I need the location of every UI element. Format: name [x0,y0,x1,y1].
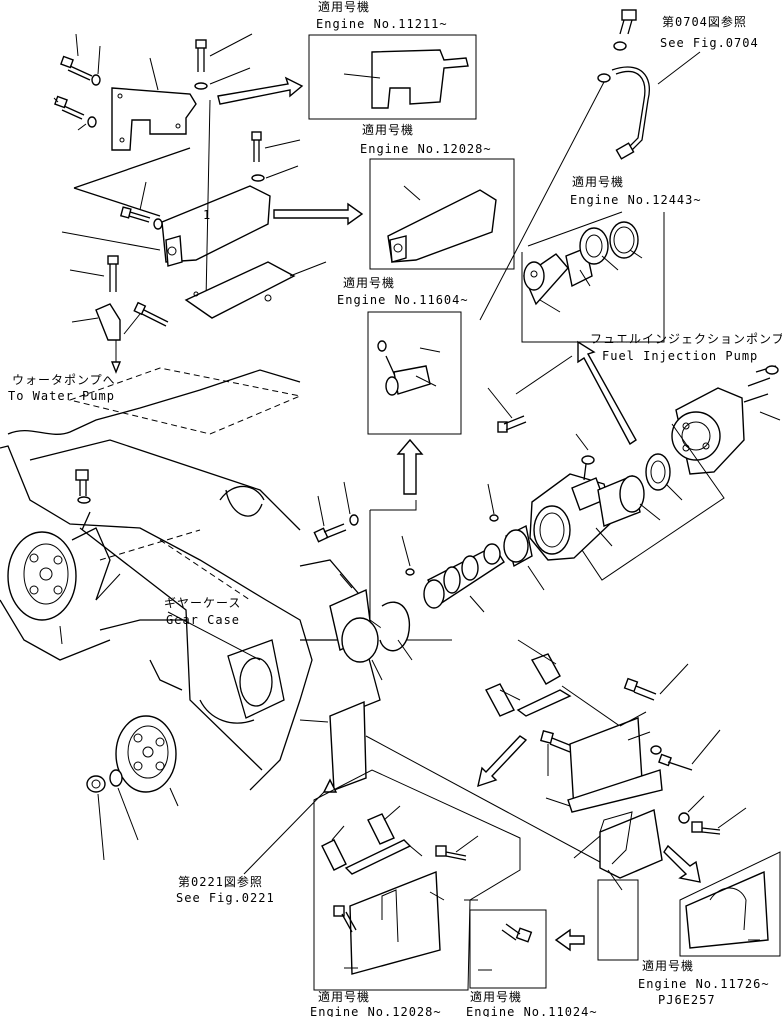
outline-arrow-icon [663,844,701,883]
outline-arrow-icon [396,438,424,495]
outline-arrow-icon [217,76,304,105]
bolt-icon [251,131,265,182]
gear-case-label-en: Gear Case [166,613,240,627]
inset-engine-11604: 適用号機 Engine No.11604~ [337,275,469,495]
water-pump-label: ウォータポンプへ To Water Pump [8,373,116,403]
pump-drive-shaft [369,483,505,641]
svg-text:Fuel Injection Pump: Fuel Injection Pump [602,349,758,363]
outline-arrow-icon [273,202,364,226]
svg-text:See Fig.0221: See Fig.0221 [176,891,275,905]
bolt-icon [194,39,208,90]
bolt-icon [619,9,637,35]
outline-arrow-icon [554,928,585,952]
fuel-pipe-assembly: 第0704図参照 See Fig.0704 [479,9,759,321]
bolt-icon [75,469,91,531]
bolt-icon [60,55,101,86]
svg-text:適用号機: 適用号機 [318,0,370,14]
fuel-injection-pump: フュエルインジェクションポンプ Fuel Injection Pump [577,332,782,475]
bolt-icon [501,923,533,943]
gear-case-label-jp: ギヤーケース [164,596,241,610]
svg-text:Engine No.12443~: Engine No.12443~ [570,193,702,207]
upper-bracket-assembly [53,33,253,151]
svg-text:第0704図参照: 第0704図参照 [662,14,747,29]
outline-arrow-icon [577,340,637,446]
inset-engine-11024: 適用号機 Engine No.11024~ [466,909,598,1017]
svg-text:Engine No.11024~: Engine No.11024~ [466,1005,598,1017]
lower-right-plate-assembly [485,639,747,891]
bolt-icon [133,301,169,327]
svg-text:Engine No.11211~: Engine No.11211~ [316,17,448,31]
bolt-icon [313,514,359,543]
bolt-icon [497,415,527,433]
pump-housing-assembly [487,355,725,591]
svg-text:適用号機: 適用号機 [470,989,522,1004]
nut-icon [86,769,139,861]
svg-text:適用号機: 適用号機 [343,275,395,290]
bolt-icon [54,95,97,128]
inset-engine-12028-lower: 適用号機 Engine No.12028~ [310,769,521,1017]
svg-text:Engine No.11726~: Engine No.11726~ [638,977,770,991]
drawing-code: PJ6E257 [658,993,716,1007]
svg-text:適用号機: 適用号機 [318,989,370,1004]
svg-text:適用号機: 適用号機 [642,958,694,973]
part-number-label: 1 [203,208,211,222]
fig-0221-reference: 第0221図参照 See Fig.0221 [176,791,325,905]
bolt-icon [691,821,721,835]
bolt-icon [658,753,693,771]
svg-text:適用号機: 適用号機 [362,122,414,137]
inset-engine-12028-upper: 適用号機 Engine No.12028~ [360,122,515,270]
svg-text:ウォータポンプへ: ウォータポンプへ [12,373,116,387]
svg-text:第0221図参照: 第0221図参照 [178,874,263,889]
svg-text:Engine No.12028~: Engine No.12028~ [310,1005,442,1017]
bolt-icon [119,206,163,230]
bolt-icon [540,730,573,753]
cover-plate-piece [299,700,601,863]
bolt-icon [333,905,357,933]
lower-plate-assembly [69,255,327,374]
svg-text:To Water Pump: To Water Pump [8,389,115,403]
bolt-icon [107,255,119,292]
middle-bracket-assembly: 1 [61,99,301,301]
svg-text:See Fig.0704: See Fig.0704 [660,36,759,50]
svg-text:Engine No.11604~: Engine No.11604~ [337,293,469,307]
inset-engine-11726: 適用号機 Engine No.11726~ PJ6E257 [597,851,781,1007]
gear-icon [7,527,121,645]
svg-text:適用号機: 適用号機 [572,174,624,189]
svg-text:Engine No.12028~: Engine No.12028~ [360,142,492,156]
inset-engine-12443: 適用号機 Engine No.12443~ [521,174,702,343]
svg-text:フュエルインジェクションポンプ: フュエルインジェクションポンプ [590,332,782,346]
gear-icon [115,715,179,807]
outline-arrow-icon [477,735,528,788]
bolt-icon [623,677,657,701]
inset-engine-11211: 適用号機 Engine No.11211~ [308,0,477,120]
down-arrow-icon [110,361,122,374]
bolt-icon [435,845,467,861]
